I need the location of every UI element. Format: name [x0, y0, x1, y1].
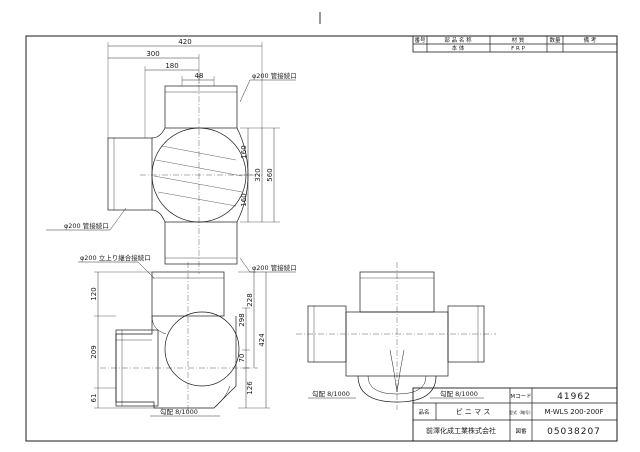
side-view: 勾配 8/1000 勾配 8/1000: [296, 262, 496, 410]
drawing-frame: [25, 35, 618, 442]
parts-table: 番号 部 品 名 称 材 質 数量 備 考 本 体 F R P: [412, 35, 618, 53]
note-riser-connector: φ200 立上り継合接続口: [80, 253, 151, 262]
product-name-value: ピ ニ マ ス: [456, 408, 491, 416]
top-view: 420 300 180 48 160 160 320 560 φ200 管接続口…: [46, 38, 297, 274]
company-name: 前澤化成工業株式会社: [426, 426, 496, 435]
dim-320: 320: [254, 168, 262, 181]
note-side-slope-left: 勾配 8/1000: [312, 389, 350, 398]
parts-header-remarks: 備 考: [584, 36, 597, 44]
title-block: Mコード 41962 品名 ピ ニ マ ス 型式（略号） M-WLS 200-2…: [412, 387, 618, 442]
note-bottom-right-connector: φ200 管接続口: [252, 263, 297, 272]
model-label: 型式（略号）: [509, 409, 533, 415]
dim-420: 420: [178, 38, 191, 46]
dim-160-upper: 160: [240, 145, 248, 158]
model-value: M-WLS 200-200F: [544, 408, 603, 416]
dim-209: 209: [90, 345, 98, 358]
dim-160-lower: 160: [240, 193, 248, 206]
drawing-number-label: 図番: [515, 428, 527, 435]
dim-48: 48: [195, 72, 204, 80]
dim-560: 560: [266, 168, 274, 181]
front-view: 120 209 61 228 298 70 424 126 φ200 立上り継合…: [78, 253, 270, 417]
parts-row-name: 本 体: [452, 44, 465, 52]
note-side-slope-right: 勾配 8/1000: [440, 389, 478, 398]
parts-row-material: F R P: [511, 46, 525, 52]
note-left-connector: φ200 管接続口: [64, 221, 109, 230]
note-front-slope: 勾配 8/1000: [160, 407, 198, 416]
dim-180: 180: [165, 62, 178, 70]
drawing-number-value: 05038207: [547, 427, 601, 437]
parts-header-material: 材 質: [512, 36, 525, 44]
dim-298: 298: [238, 313, 246, 326]
parts-header-name: 部 品 名 称: [444, 36, 472, 44]
mcode-value: 41962: [557, 392, 591, 402]
dim-70: 70: [238, 354, 246, 363]
parts-header-qty: 数量: [549, 36, 561, 44]
dim-300: 300: [146, 50, 159, 58]
dim-228: 228: [246, 293, 254, 306]
note-top-right-connector: φ200 管接続口: [252, 71, 297, 80]
parts-header-number: 番号: [414, 37, 426, 44]
product-name-label: 品名: [418, 408, 429, 416]
mcode-label: Mコード: [510, 393, 531, 400]
dim-126: 126: [246, 381, 254, 395]
dim-424: 424: [258, 333, 266, 347]
dim-120: 120: [90, 287, 98, 300]
dim-61: 61: [90, 394, 98, 403]
